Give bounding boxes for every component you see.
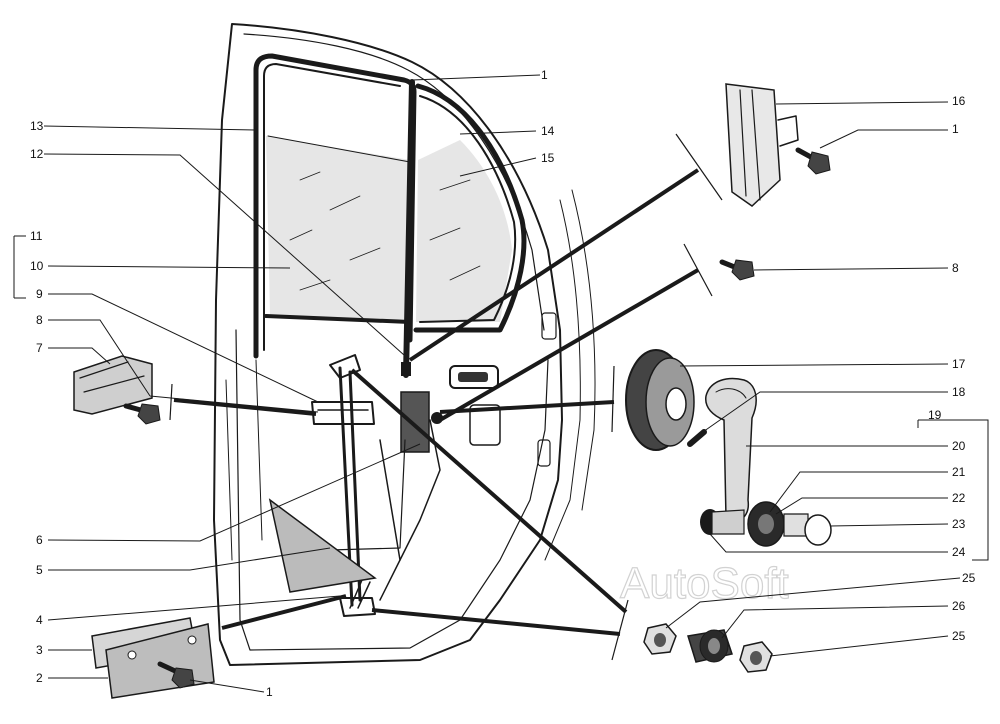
callout-21: 21 [952, 465, 966, 479]
callout-7: 7 [36, 341, 43, 355]
window-frame-seal [253, 53, 527, 359]
washer-bottom [739, 641, 773, 673]
plate-bolt [157, 661, 195, 689]
division-bar [401, 79, 415, 378]
window-regulator [311, 354, 443, 617]
callout-5: 5 [36, 563, 43, 577]
callout-26: 26 [952, 599, 966, 613]
callout-18: 18 [952, 385, 966, 399]
mounting-bracket [73, 355, 153, 415]
callout-25-top: 25 [962, 571, 976, 585]
glass-guide-channel [725, 83, 799, 207]
regulator-cover-plate [268, 498, 377, 593]
callout-14: 14 [541, 124, 555, 138]
callout-13: 13 [30, 119, 44, 133]
leader-lines [13, 74, 989, 693]
callout-4: 4 [36, 613, 43, 627]
callout-3: 3 [36, 643, 43, 657]
callout-22: 22 [952, 491, 966, 505]
regulator-bolt [719, 259, 755, 281]
callout-1-bottom: 1 [266, 685, 273, 699]
handle-escutcheon [625, 349, 695, 451]
callout-24: 24 [952, 545, 966, 559]
callout-6: 6 [36, 533, 43, 547]
callout-16: 16 [952, 94, 966, 108]
crank-pin [687, 429, 707, 447]
callout-8-right: 8 [952, 261, 959, 275]
callout-10: 10 [30, 259, 44, 273]
bracket-bolt [123, 403, 161, 425]
callout-12: 12 [30, 147, 44, 161]
callout-17: 17 [952, 357, 966, 371]
callout-1-right: 1 [952, 122, 959, 136]
callout-9: 9 [36, 287, 43, 301]
assembly-lines [169, 133, 723, 661]
callout-8-left: 8 [36, 313, 43, 327]
callout-20: 20 [952, 439, 966, 453]
callout-25-bottom: 25 [952, 629, 966, 643]
callout-23: 23 [952, 517, 966, 531]
callout-19: 19 [928, 408, 942, 422]
washer-top [643, 623, 677, 655]
inner-handle [449, 365, 501, 446]
rubber-bushing [687, 629, 733, 663]
watermark: AutoSoft [620, 559, 789, 608]
callout-labels: 1 16 1 13 14 12 15 11 10 8 9 8 7 17 18 1… [30, 68, 976, 699]
window-glass [266, 135, 512, 322]
callout-11: 11 [30, 229, 43, 243]
callout-15: 15 [541, 151, 555, 165]
window-crank-handle [705, 377, 757, 522]
guide-bolt [795, 147, 831, 175]
callout-2: 2 [36, 671, 43, 685]
crank-knob-assembly [700, 501, 832, 547]
callout-1-top: 1 [541, 68, 548, 82]
